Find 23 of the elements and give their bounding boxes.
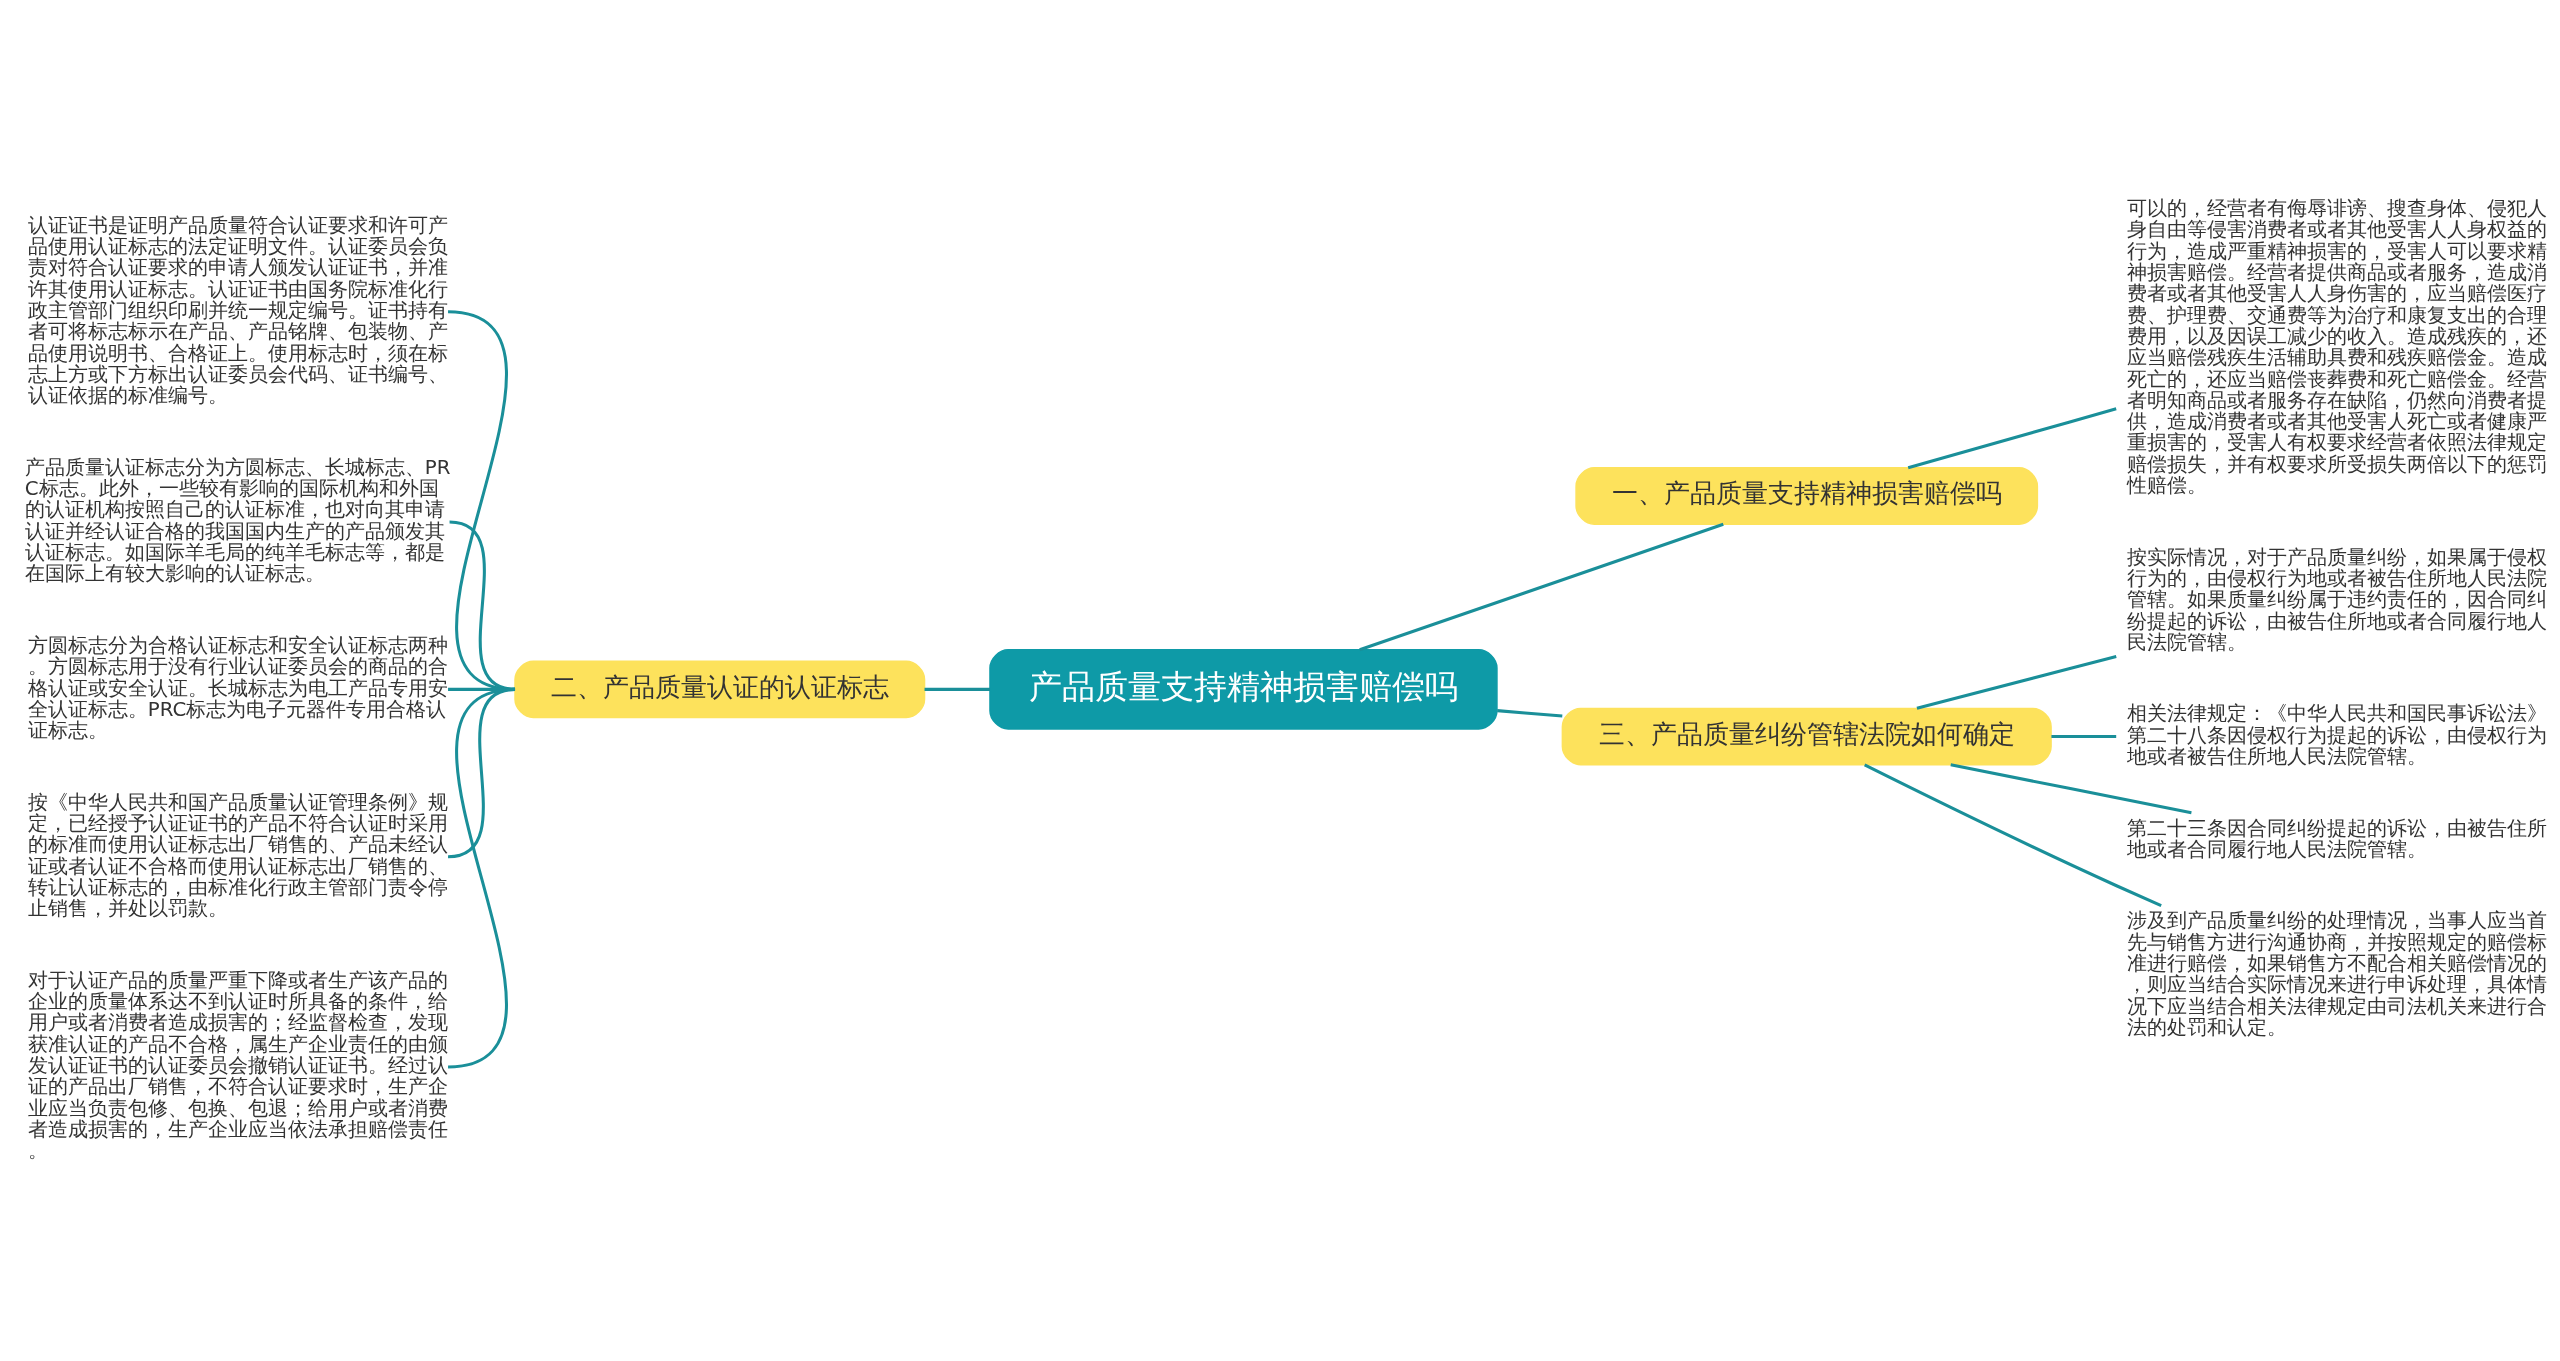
node-text: 产品质量认证标志分为方圆标志、长城标志、PRC标志。此外，一些较有影响的国际机构和外国的认证机构按照自己的认证标准，也对向其申请认证并经认证合格的我国国内生产的产品颁发其认证标志。如国际羊毛局的纯羊毛标志等，都是在国际上有较大影响的认证标志。 [24,455,451,585]
node-box: 二、产品质量认证的认证标志 [514,659,926,718]
node-text: 第二十三条因合同纠纷提起的诉讼，由被告住所地或者合同履行地人民法院管辖。 [2127,816,2548,861]
node-box: 三、产品质量纠纷管辖法院如何确定 [1561,707,2052,765]
connector [1359,522,1724,651]
node-text: 涉及到产品质量纠纷的处理情况，当事人应当首先与销售方进行沟通协商，并按照规定的赔偿标准进行赔偿，如果销售方不配合相关赔偿情况的，则应当结合实际情况来进行申诉处理，具体情况下应当结合相关法律规定由司法机关来进行合法的处罚和认定。 [2127,908,2548,1039]
connector [2051,734,2117,738]
connector [1950,762,2192,814]
node-text: 认证证书是证明产品质量符合认证要求和许可产品使用认证标志的法定证明文件。认证委员会负责对符合认证要求的申请人颁发认证证书，并准许其使用认证标志。认证证书由国务院标准化行政主管部门组织印刷并统一规定编号。证书持有者可将标志标示在产品、产品铭牌、包装物、产品使用说明书、合格证上。使用标志时，须在标志上方或下方标出认证委员会代码、证书编号、认证依据的标准编号。 [27,213,448,407]
connector [924,687,990,691]
connector [1497,708,1563,718]
connector [447,687,516,1068]
node-text: 按《中华人民共和国产品质量认证管理条例》规定，已经授予认证证书的产品不符合认证时采用的标准而使用认证标志出厂销售的、产品未经认证或者认证不合格而使用认证标志出厂销售的、转让认证标志的，由标准化行政主管部门责令停止销售，并处以罚款。 [27,790,448,920]
node-text: 相关法律规定：《中华人民共和国民事诉讼法》第二十八条因侵权行为提起的诉讼，由侵权行为地或者被告住所地人民法院管辖。 [2127,701,2548,768]
node-box: 产品质量支持精神损害赔偿吗 [989,648,1498,730]
connector [1907,406,2117,469]
node-text: 对于认证产品的质量严重下降或者生产该产品的企业的质量体系达不到认证时所具备的条件，给用户或者消费者造成损害的；经监督检查，发现获准认证的产品不合格，属生产企业责任的由颁发认证证书的认证委员会撤销认证证书。经过认证的产品出厂销售，不符合认证要求时，生产企业应当负责包修、包换、包退；给用户或者消费者造成损害的，生产企业应当依法承担赔偿责任。 [27,968,448,1162]
node-text: 按实际情况，对于产品质量纠纷，如果属于侵权行为的，由侵权行为地或者被告住所地人民法院管辖。如果质量纠纷属于违约责任的，因合同纠纷提起的诉讼，由被告住所地或者合同履行地人民法院管辖。 [2127,545,2548,654]
connector [1916,654,2117,710]
node-text: 方圆标志分为合格认证标志和安全认证标志两种。方圆标志用于没有行业认证委员会的商品的合格认证或安全认证。长城标志为电工产品专用安全认证标志。PRC标志为电子元器件专用合格认证标志。 [27,633,448,742]
node-box: 一、产品质量支持精神损害赔偿吗 [1575,466,2039,525]
node-text: 可以的，经营者有侮辱诽谤、搜查身体、侵犯人身自由等侵害消费者或者其他受害人人身权益的行为，造成严重精神损害的，受害人可以要求精神损害赔偿。经营者提供商品或者服务，造成消费者或者其他受害人人身伤害的，应当赔偿医疗费、护理费、交通费等为治疗和康复支出的合理费用，以及因误工减少的收入。造成残疾的，还应当赔偿残疾生活辅助具费和残疾赔偿金。造成死亡的，还应当赔偿丧葬费和死亡赔偿金。经营者明知商品或者服务存在缺陷，仍然向消费者提供，造成消费者或者其他受害人死亡或者健康严重损害的，受害人有权要求经营者依照法律规定赔偿损失，并有权要求所受损失两倍以下的惩罚性赔偿。 [2127,196,2548,497]
connector [1864,763,2162,907]
